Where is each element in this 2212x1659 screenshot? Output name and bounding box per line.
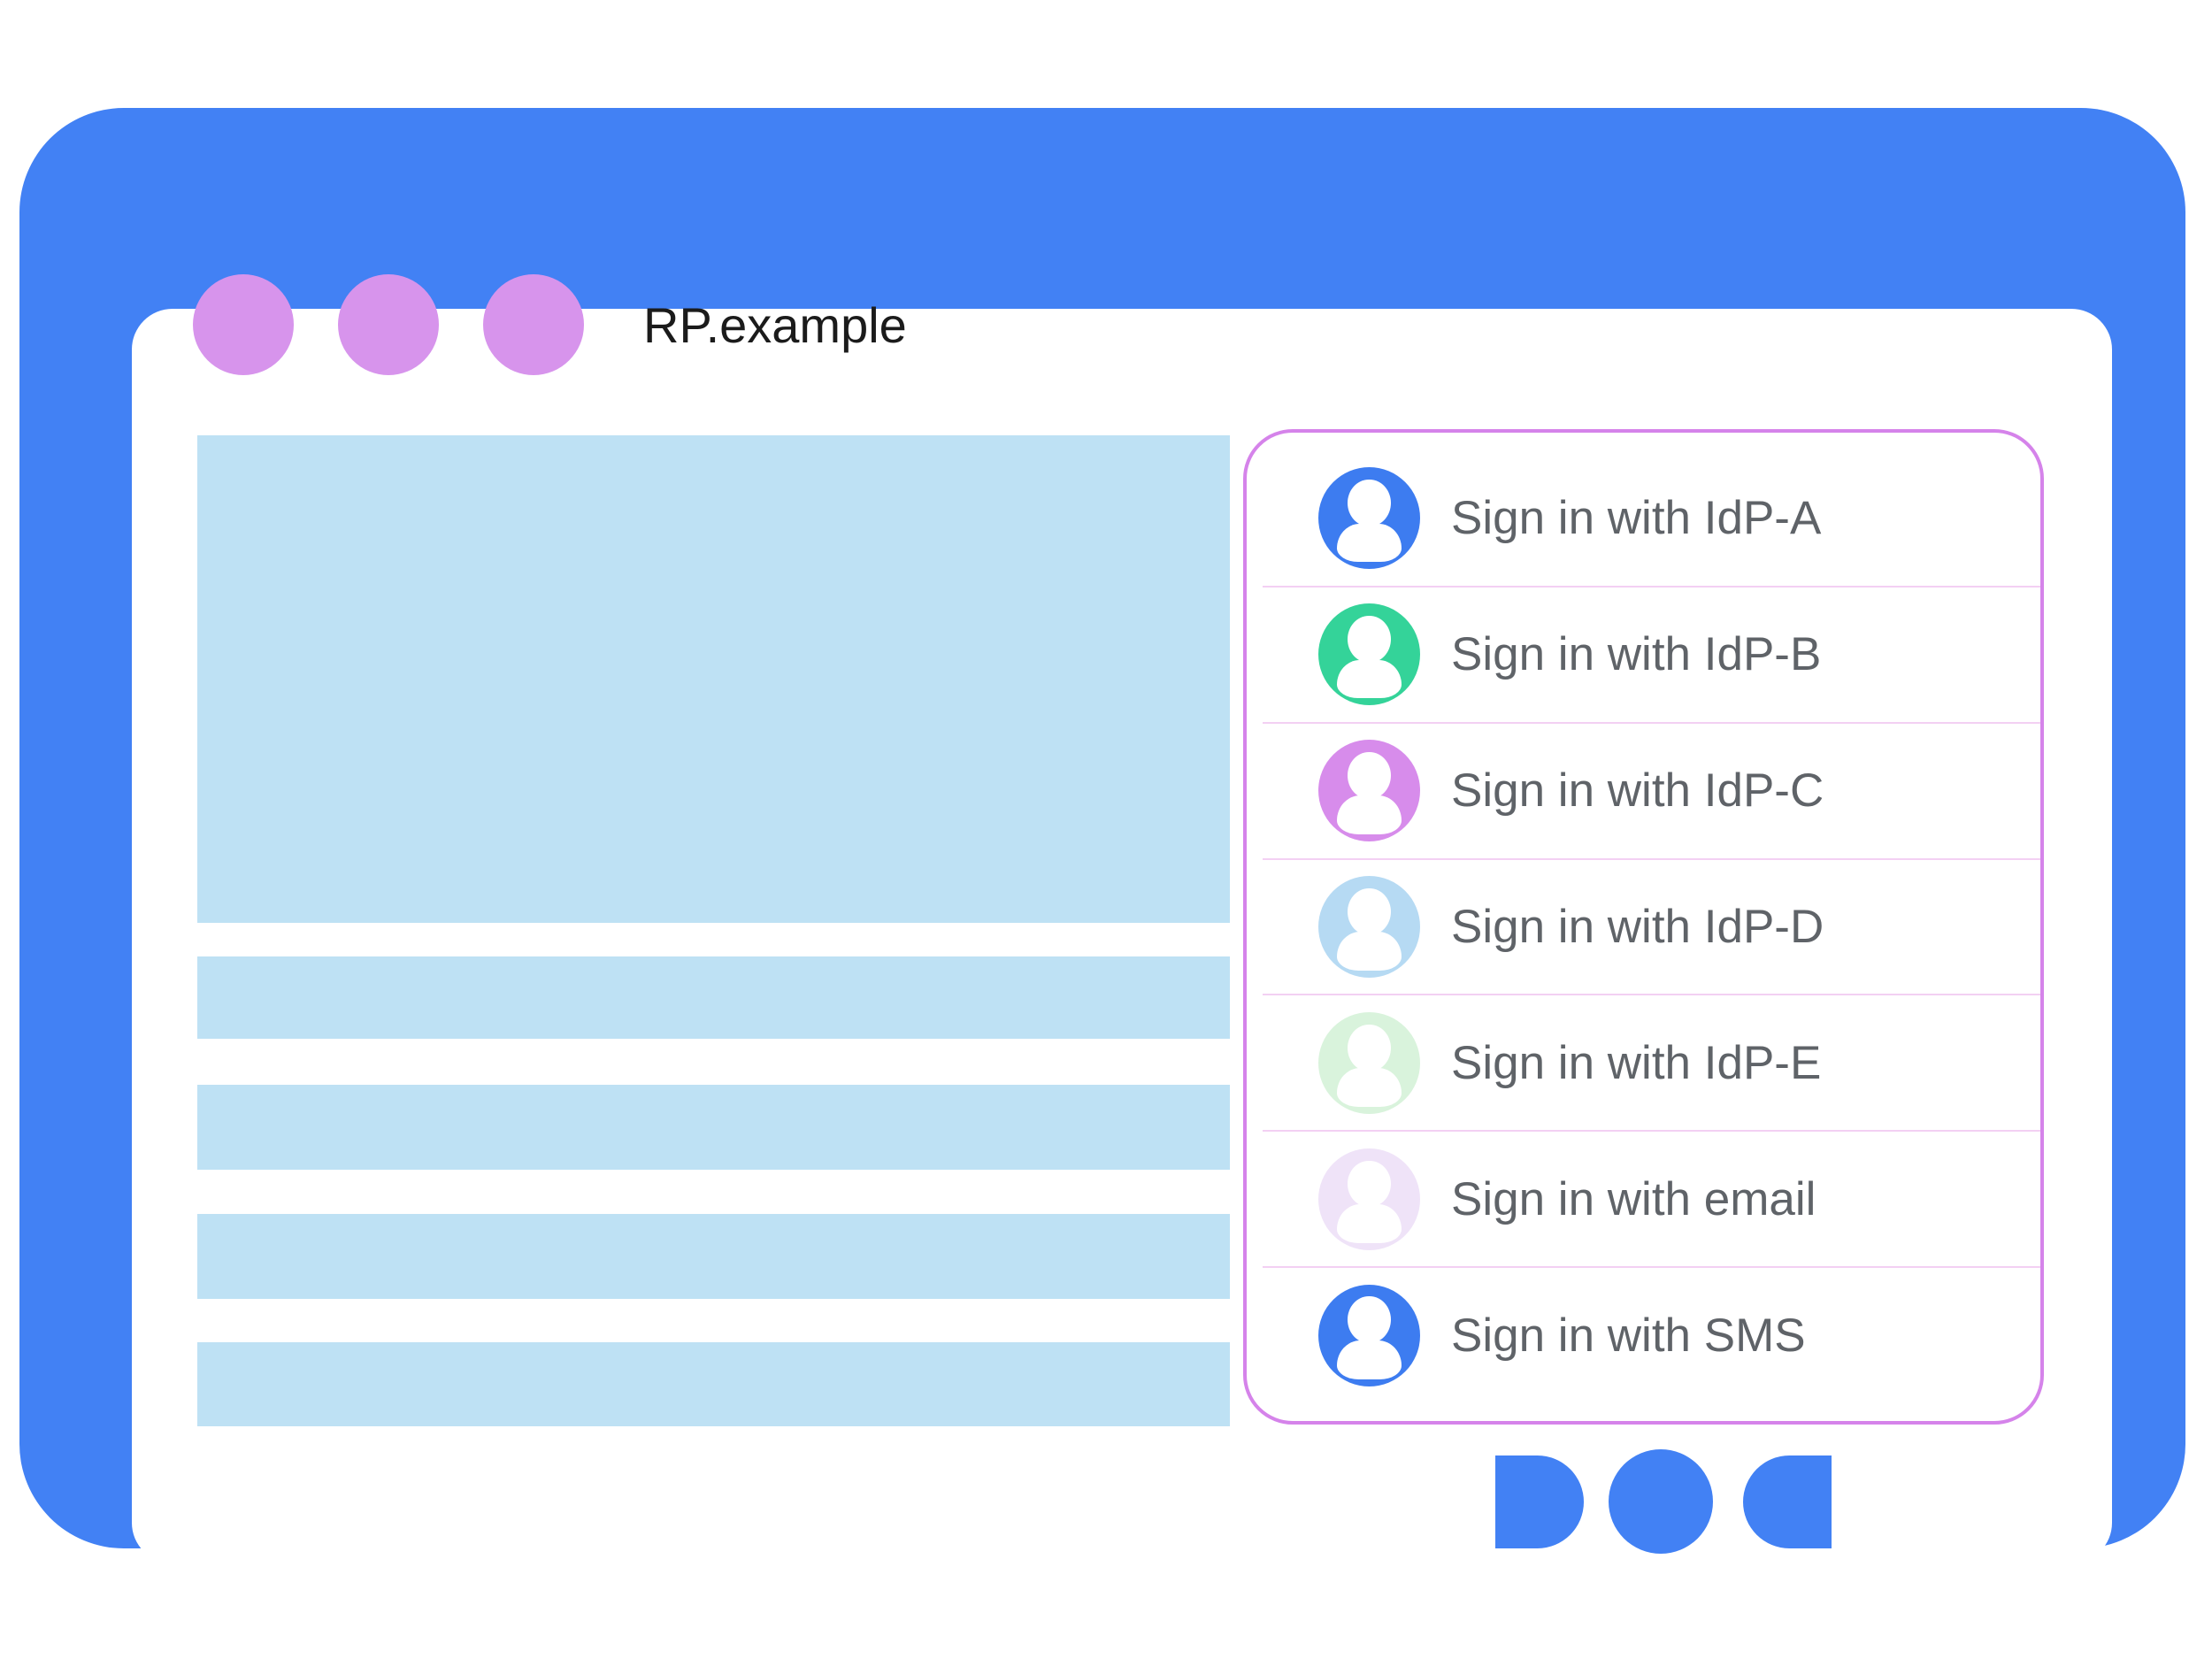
signin-option-label: Sign in with SMS [1451, 1309, 1806, 1362]
user-avatar-icon [1318, 603, 1420, 706]
signin-option-sms[interactable]: Sign in with SMS [1247, 1267, 2040, 1403]
signin-option-idp-e[interactable]: Sign in with IdP-E [1247, 995, 2040, 1133]
row-divider [1263, 1266, 2040, 1269]
page-title: RP.example [643, 296, 907, 353]
content-placeholder-hero [197, 435, 1230, 923]
signin-option-label: Sign in with IdP-E [1451, 1036, 1822, 1089]
user-avatar-icon [1318, 467, 1420, 570]
row-divider [1263, 1130, 2040, 1133]
content-placeholder-line [197, 1214, 1230, 1299]
signin-option-idp-a[interactable]: Sign in with IdP-A [1247, 450, 2040, 588]
row-divider [1263, 585, 2040, 588]
row-divider [1263, 857, 2040, 860]
signin-option-label: Sign in with IdP-D [1451, 901, 1824, 953]
content-placeholder-line [197, 1342, 1230, 1426]
signin-option-idp-b[interactable]: Sign in with IdP-B [1247, 587, 2040, 724]
signin-option-label: Sign in with IdP-A [1451, 492, 1822, 545]
user-avatar-icon [1318, 1284, 1420, 1386]
browser-titlebar: RP.example [193, 274, 907, 375]
content-placeholder-line [197, 1085, 1230, 1170]
signin-option-idp-d[interactable]: Sign in with IdP-D [1247, 859, 2040, 996]
signin-option-label: Sign in with IdP-C [1451, 764, 1824, 818]
content-placeholder-line [197, 956, 1230, 1039]
frame-bottom-bar-right-cap [1743, 1455, 1832, 1548]
signin-option-idp-c[interactable]: Sign in with IdP-C [1247, 723, 2040, 860]
user-avatar-icon [1318, 740, 1420, 842]
frame-bottom-bar-left-cap [1495, 1455, 1584, 1548]
window-dot-icon [338, 274, 439, 375]
signin-option-email[interactable]: Sign in with email [1247, 1131, 2040, 1269]
user-avatar-icon [1318, 1011, 1420, 1114]
signin-option-label: Sign in with IdP-B [1451, 628, 1822, 681]
row-divider [1263, 721, 2040, 724]
signin-panel: Sign in with IdP-A Sign in with IdP-B Si… [1243, 429, 2044, 1425]
window-dot-icon [193, 274, 294, 375]
home-button[interactable] [1609, 1449, 1713, 1554]
window-dot-icon [483, 274, 584, 375]
user-avatar-icon [1318, 1148, 1420, 1250]
user-avatar-icon [1318, 876, 1420, 978]
row-divider [1263, 994, 2040, 996]
signin-option-label: Sign in with email [1451, 1172, 1816, 1225]
